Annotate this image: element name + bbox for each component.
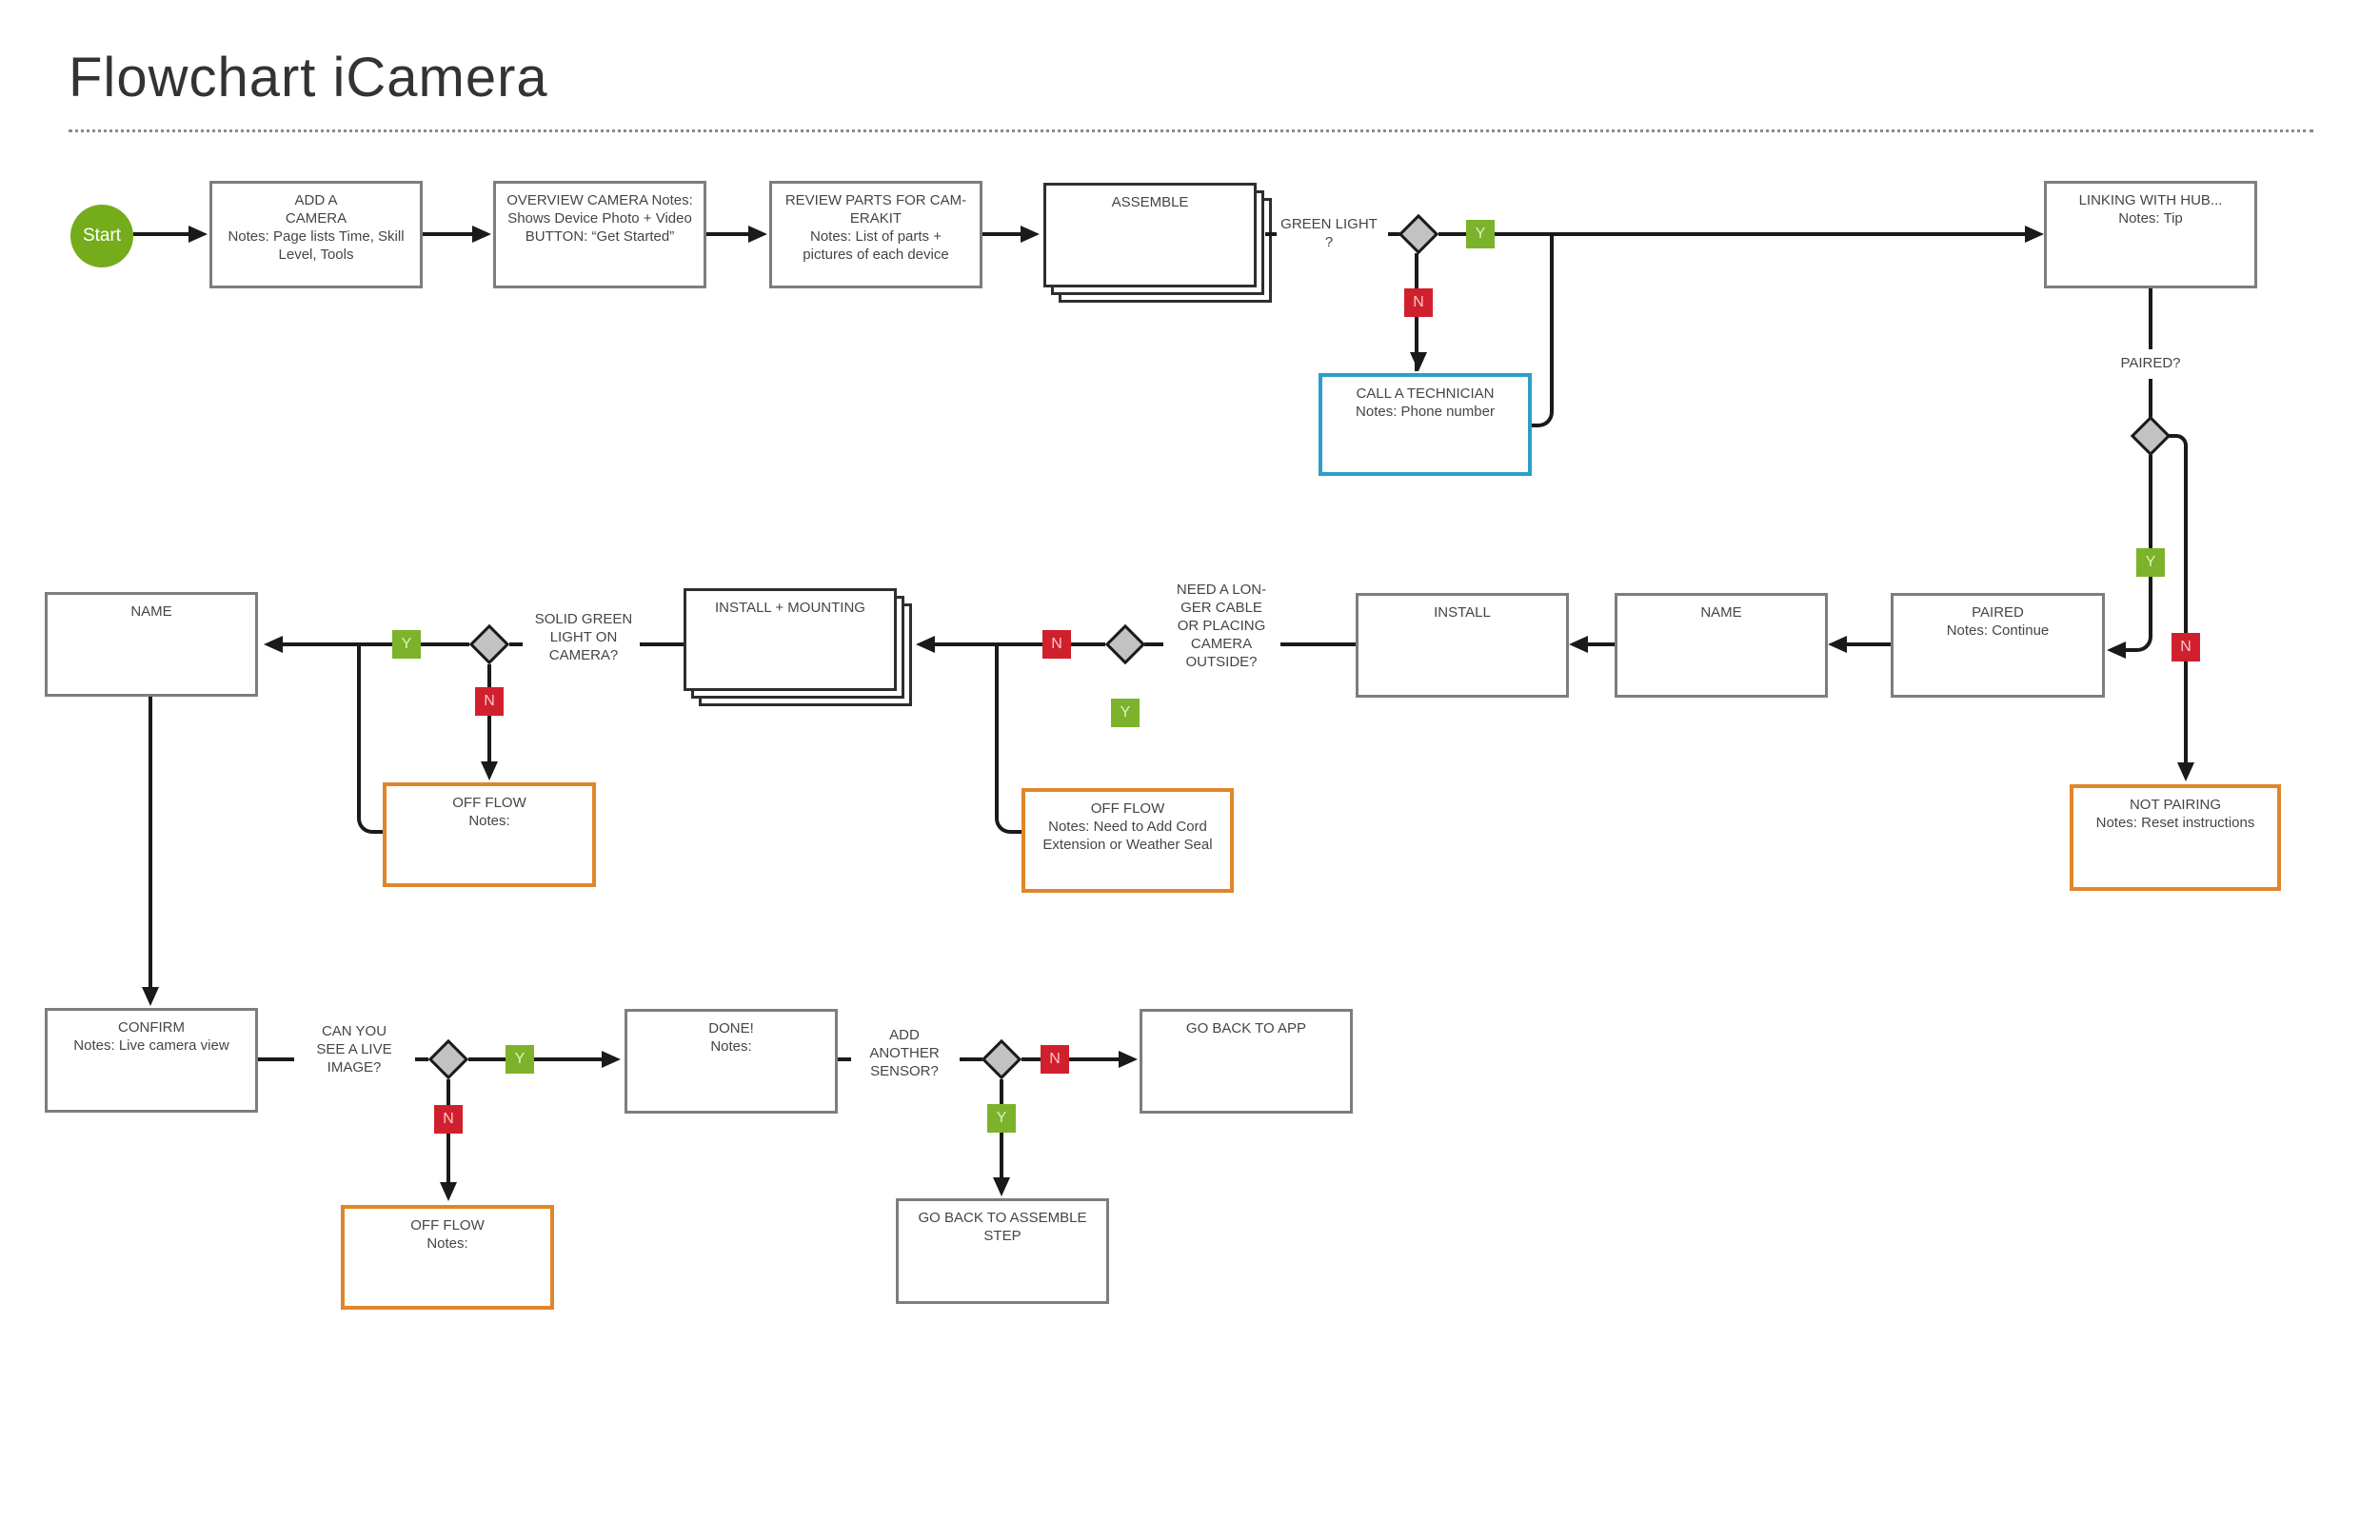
label-no: N [434,1105,463,1134]
connector-line [2149,379,2152,419]
label-no: N [475,687,504,716]
arrowhead-down [1410,352,1427,371]
arrowhead-left [1569,636,1588,653]
page-title: Flowchart iCamera [69,47,548,109]
decision-need-longer-cable[interactable] [1104,623,1146,665]
decision-solid-green-light[interactable] [468,623,510,665]
arrowhead-down [142,987,159,1006]
connector-line [706,232,750,236]
connector-line [838,1057,851,1061]
connector-line [1388,232,1401,236]
node-off-flow-left[interactable]: OFF FLOW Notes: [383,782,596,887]
node-paired[interactable]: PAIRED Notes: Continue [1891,593,2105,698]
node-overview-camera[interactable]: OVERVIEW CAMERA Notes: Shows Device Phot… [493,181,706,288]
node-off-flow-bottom[interactable]: OFF FLOW Notes: [341,1205,554,1310]
decision-question-green-light: GREEN LIGHT ? [1280,216,1378,250]
node-not-pairing[interactable]: NOT PAIRING Notes: Reset instructions [2070,784,2281,891]
arrowhead-down [481,761,498,780]
connector-line [149,697,152,987]
node-name-left[interactable]: NAME [45,592,258,697]
label-yes: Y [506,1045,534,1074]
connector-line [1847,642,1891,646]
connector-line [133,232,190,236]
decision-question-see-live: CAN YOU SEE A LIVE IMAGE? [316,1023,392,1076]
connector-line [982,232,1022,236]
arrowhead-left [1828,636,1847,653]
connector-corner [1532,234,1554,427]
arrowhead-down [440,1182,457,1201]
decision-question-add-sensor: ADD ANOTHER SENSOR? [869,1027,940,1079]
decision-paired[interactable] [2130,415,2172,457]
arrowhead-left [264,636,283,653]
arrowhead-right [1119,1051,1138,1068]
node-go-back-app[interactable]: GO BACK TO APP [1140,1009,1353,1114]
node-review-parts[interactable]: REVIEW PARTS FOR CAM- ERAKIT Notes: List… [769,181,982,288]
connector-line [1144,642,1163,646]
decision-green-light[interactable] [1398,213,1439,255]
arrowhead-down [2177,762,2194,781]
decision-question-need-longer: NEED A LON- GER CABLE OR PLACING CAMERA … [1176,582,1267,670]
node-done[interactable]: DONE! Notes: [625,1009,838,1114]
arrowhead-right [188,226,208,243]
connector-line [1265,232,1277,236]
node-linking-hub[interactable]: LINKING WITH HUB... Notes: Tip [2044,181,2257,288]
arrowhead-right [602,1051,621,1068]
connector-corner [357,644,383,834]
connector-line [960,1057,982,1061]
decision-question-paired: PAIRED? [2120,355,2181,371]
node-assemble[interactable]: ASSEMBLE [1043,183,1257,287]
node-confirm[interactable]: CONFIRM Notes: Live camera view [45,1008,258,1113]
connector-corner [995,644,1021,834]
label-yes: Y [987,1104,1016,1133]
label-no: N [1041,1045,1069,1074]
arrowhead-left [916,636,935,653]
title-divider [69,129,2313,132]
decision-add-sensor[interactable] [981,1038,1022,1080]
arrowhead-right [472,226,491,243]
connector-line [2149,288,2152,349]
label-no: N [1042,630,1071,659]
connector-line [1280,642,1356,646]
node-install[interactable]: INSTALL [1356,593,1569,698]
node-go-back-assemble[interactable]: GO BACK TO ASSEMBLE STEP [896,1198,1109,1304]
connector-line [468,1057,602,1061]
label-yes: Y [392,630,421,659]
connector-line [640,642,684,646]
label-yes: Y [1466,220,1495,248]
label-yes: Y [1111,699,1140,727]
arrowhead-right [2025,226,2044,243]
connector-line [415,1057,428,1061]
connector-line [258,1057,294,1061]
node-off-flow-cord[interactable]: OFF FLOW Notes: Need to Add Cord Extensi… [1021,788,1234,893]
connector-corner [2169,434,2188,778]
decision-live-image[interactable] [427,1038,469,1080]
node-install-mounting[interactable]: INSTALL + MOUNTING [684,588,897,691]
arrowhead-down [993,1177,1010,1196]
arrowhead-left [2107,642,2126,659]
connector-line [1021,1057,1119,1061]
connector-line [423,232,472,236]
node-name-mid[interactable]: NAME [1615,593,1828,698]
decision-question-solid-green: SOLID GREEN LIGHT ON CAMERA? [534,611,633,663]
connector-line [1438,232,2028,236]
node-call-technician[interactable]: CALL A TECHNICIAN Notes: Phone number [1319,373,1532,476]
label-no: N [2172,633,2200,661]
label-no: N [1404,288,1433,317]
connector-line [1588,642,1615,646]
connector-line [509,642,523,646]
arrowhead-right [1021,226,1040,243]
start-node[interactable]: Start [70,205,133,267]
arrowhead-right [748,226,767,243]
label-yes: Y [2136,548,2165,577]
node-add-camera[interactable]: ADD A CAMERA Notes: Page lists Time, Ski… [209,181,423,288]
